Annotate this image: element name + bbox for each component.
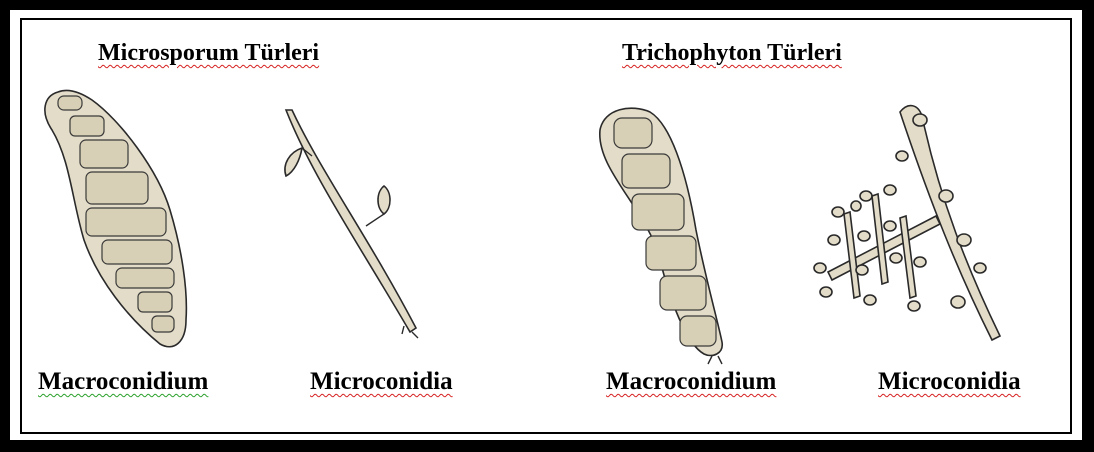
- microsporum-macroconidium-drawing: [45, 90, 186, 346]
- microsporum-title: Microsporum Türleri: [98, 40, 319, 67]
- microsporum-macroconidium-caption: Macroconidium: [38, 368, 208, 396]
- microsporum-microconidia-drawing: [285, 110, 418, 338]
- trichophyton-microconidia-caption: Microconidia: [878, 368, 1021, 396]
- trichophyton-macroconidium-drawing: [600, 108, 722, 364]
- trichophyton-title: Trichophyton Türleri: [622, 40, 842, 67]
- trichophyton-microconidia-drawing: [814, 106, 1000, 340]
- trichophyton-macroconidium-caption: Macroconidium: [606, 368, 776, 396]
- microsporum-microconidia-caption: Microconidia: [310, 368, 453, 396]
